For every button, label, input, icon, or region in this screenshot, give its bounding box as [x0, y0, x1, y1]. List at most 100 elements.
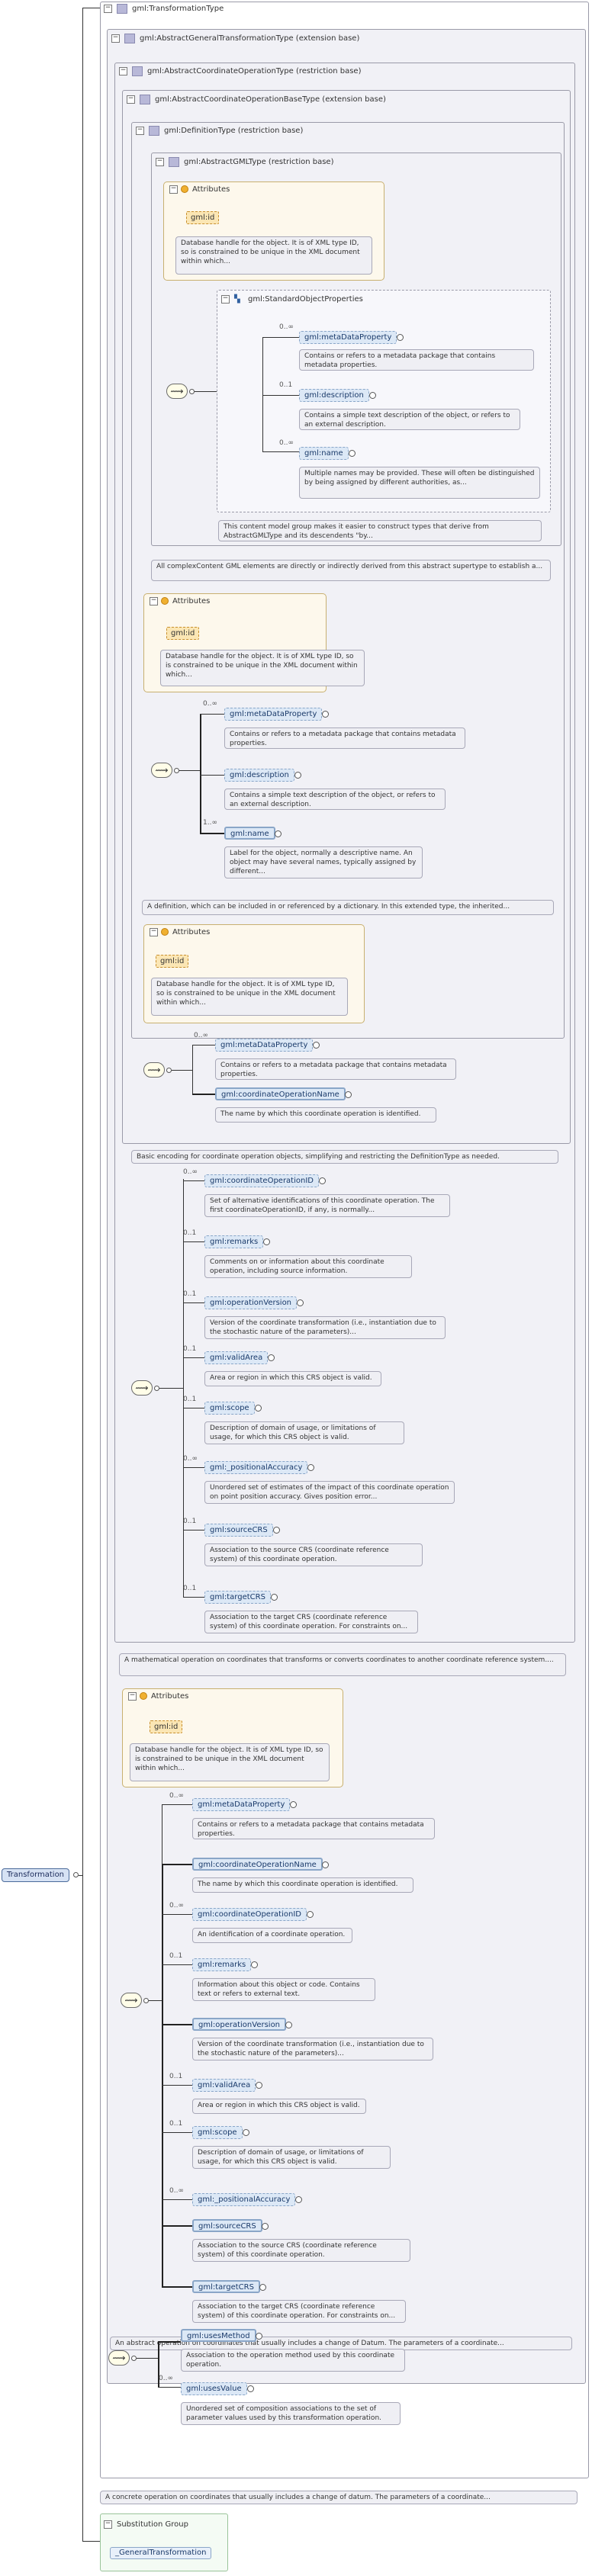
coordop-item-7[interactable]: gml:targetCRS	[204, 1591, 278, 1604]
def-item-0[interactable]: gml:metaDataProperty	[224, 708, 330, 721]
attributes-header-gml[interactable]: −Attributes	[169, 184, 230, 194]
abstract-gml-header[interactable]: −gml:AbstractGMLType (restriction base)	[156, 156, 334, 167]
collapse-icon[interactable]: −	[150, 927, 158, 936]
base-type-doc: Basic encoding for coordinate operation …	[131, 1150, 558, 1164]
connector-line	[192, 1045, 193, 1094]
coordop-item-2[interactable]: gml:operationVersion	[204, 1296, 304, 1309]
attribute-icon	[161, 928, 169, 936]
sop-header[interactable]: −▚gml:StandardObjectProperties	[221, 294, 363, 304]
gen-item-3[interactable]: gml:remarks	[192, 1958, 259, 1971]
coordinate-operation-header[interactable]: −gml:AbstractCoordinateOperationType (re…	[119, 66, 362, 76]
attr-base-id[interactable]: gml:id	[156, 955, 189, 968]
connector-line	[137, 2358, 158, 2359]
coordop-item-4[interactable]: gml:scope	[204, 1402, 262, 1415]
collapse-icon[interactable]: −	[169, 184, 178, 194]
collapse-icon[interactable]: −	[136, 125, 144, 135]
substitution-group-header[interactable]: −Substitution Group	[104, 2519, 188, 2529]
sequence-icon: ⟿	[143, 1062, 165, 1078]
coordop-doc-3: Area or region in which this CRS object …	[204, 1371, 381, 1386]
collapse-icon[interactable]: −	[128, 1691, 137, 1701]
cardinality: 0..∞	[169, 2187, 184, 2195]
coordop-item-1[interactable]: gml:remarks	[204, 1235, 271, 1248]
connector-line	[162, 1864, 163, 2288]
coordop-item-3[interactable]: gml:validArea	[204, 1351, 275, 1364]
coordop-doc-1: Comments on or information about this co…	[204, 1255, 412, 1278]
definition-type-header[interactable]: −gml:DefinitionType (restriction base)	[136, 125, 304, 136]
gen-item-8[interactable]: gml:sourceCRS	[192, 2219, 269, 2232]
gen-doc-2: An identification of a coordinate operat…	[192, 1928, 352, 1943]
connector-node	[131, 2356, 137, 2361]
coordop-item-5[interactable]: gml:_positionalAccuracy	[204, 1461, 315, 1474]
connector-line	[162, 2225, 192, 2227]
cardinality: 0..1	[183, 1229, 197, 1237]
cardinality: 0..1	[183, 1396, 197, 1403]
attributes-header-gen[interactable]: −Attributes	[128, 1691, 189, 1701]
gen-item-7[interactable]: gml:_positionalAccuracy	[192, 2193, 303, 2206]
sequence-icon: ⟿	[151, 763, 172, 778]
attributes-header-base[interactable]: −Attributes	[150, 927, 211, 936]
trans-item-0[interactable]: gml:usesMethod	[181, 2329, 262, 2342]
gen-item-5[interactable]: gml:validArea	[192, 2079, 263, 2092]
gen-doc-1: The name by which this coordinate operat…	[192, 1877, 413, 1893]
collapse-icon[interactable]: −	[104, 3, 112, 13]
connector-line	[183, 1179, 184, 1597]
gen-item-1[interactable]: gml:coordinateOperationName	[192, 1858, 329, 1871]
cardinality: 0..1	[183, 1518, 197, 1525]
gen-item-0[interactable]: gml:metaDataProperty	[192, 1798, 298, 1811]
base-item-0[interactable]: gml:metaDataProperty	[215, 1039, 320, 1052]
collapse-icon[interactable]: −	[127, 94, 135, 104]
connector-line	[158, 2387, 181, 2388]
coordop-item-0[interactable]: gml:coordinateOperationID	[204, 1174, 326, 1187]
attr-gml-id[interactable]: gml:id	[186, 211, 220, 224]
gml5-item-1[interactable]: gml:description	[299, 389, 376, 402]
trans-doc-1: Unordered set of composition association…	[181, 2402, 401, 2425]
complex-type-icon	[149, 125, 159, 136]
cardinality: 0..1	[169, 2073, 183, 2080]
coordop-item-6[interactable]: gml:sourceCRS	[204, 1524, 280, 1537]
connector-line	[183, 1302, 204, 1303]
connector-line	[82, 2541, 100, 2542]
connector-line	[200, 833, 224, 834]
cardinality: 0..1	[183, 1290, 197, 1298]
def-item-1[interactable]: gml:description	[224, 769, 301, 782]
coordinate-operation-base-header[interactable]: −gml:AbstractCoordinateOperationBaseType…	[127, 94, 386, 104]
transformation-type-header[interactable]: −gml:TransformationType	[104, 3, 224, 14]
complex-type-icon	[132, 66, 143, 76]
sequence-icon: ⟿	[166, 384, 188, 399]
trans-item-1[interactable]: gml:usesValue	[181, 2382, 254, 2395]
gen-item-4[interactable]: gml:operationVersion	[192, 2018, 293, 2031]
def-item-2[interactable]: gml:name	[224, 827, 282, 840]
coordop-doc-6: Association to the source CRS (coordinat…	[204, 1543, 423, 1566]
collapse-icon[interactable]: −	[111, 33, 120, 43]
collapse-icon[interactable]: −	[150, 596, 158, 605]
gen-item-2[interactable]: gml:coordinateOperationID	[192, 1908, 314, 1921]
collapse-icon[interactable]: −	[156, 156, 164, 166]
connector-line	[162, 2085, 192, 2086]
substitution-group-value[interactable]: _GeneralTransformation	[110, 2547, 212, 2559]
connector-node	[143, 1998, 149, 2003]
connector-line	[183, 1530, 204, 1531]
attributes-header-def[interactable]: −Attributes	[150, 596, 211, 605]
coordop-doc-2: Version of the coordinate transformation…	[204, 1316, 446, 1339]
cardinality: 0..1	[279, 381, 293, 389]
gen-item-9[interactable]: gml:targetCRS	[192, 2280, 266, 2293]
gml5-doc-1: Contains a simple text description of th…	[299, 409, 520, 430]
base-item-1[interactable]: gml:coordinateOperationName	[215, 1087, 352, 1100]
gen-doc-4: Version of the coordinate transformation…	[192, 2038, 433, 2060]
attr-gml-id-doc: Database handle for the object. It is of…	[175, 236, 372, 275]
root-element-transformation[interactable]: Transformation	[2, 1868, 70, 1882]
group-icon: ▚	[234, 295, 240, 304]
attribute-icon	[161, 597, 169, 605]
attr-gen-id[interactable]: gml:id	[150, 1720, 183, 1733]
collapse-icon[interactable]: −	[104, 2519, 112, 2529]
attr-def-id[interactable]: gml:id	[166, 627, 200, 640]
connector-line	[192, 1094, 215, 1095]
gen-item-6[interactable]: gml:scope	[192, 2126, 249, 2139]
general-transformation-header[interactable]: −gml:AbstractGeneralTransformationType (…	[111, 33, 360, 43]
collapse-icon[interactable]: −	[119, 66, 127, 75]
collapse-icon[interactable]: −	[221, 294, 230, 304]
gml5-item-2[interactable]: gml:name	[299, 447, 356, 460]
gml5-group-doc: This content model group makes it easier…	[218, 520, 542, 541]
connector-line	[162, 1804, 192, 1805]
gml5-item-0[interactable]: gml:metaDataProperty	[299, 331, 404, 344]
